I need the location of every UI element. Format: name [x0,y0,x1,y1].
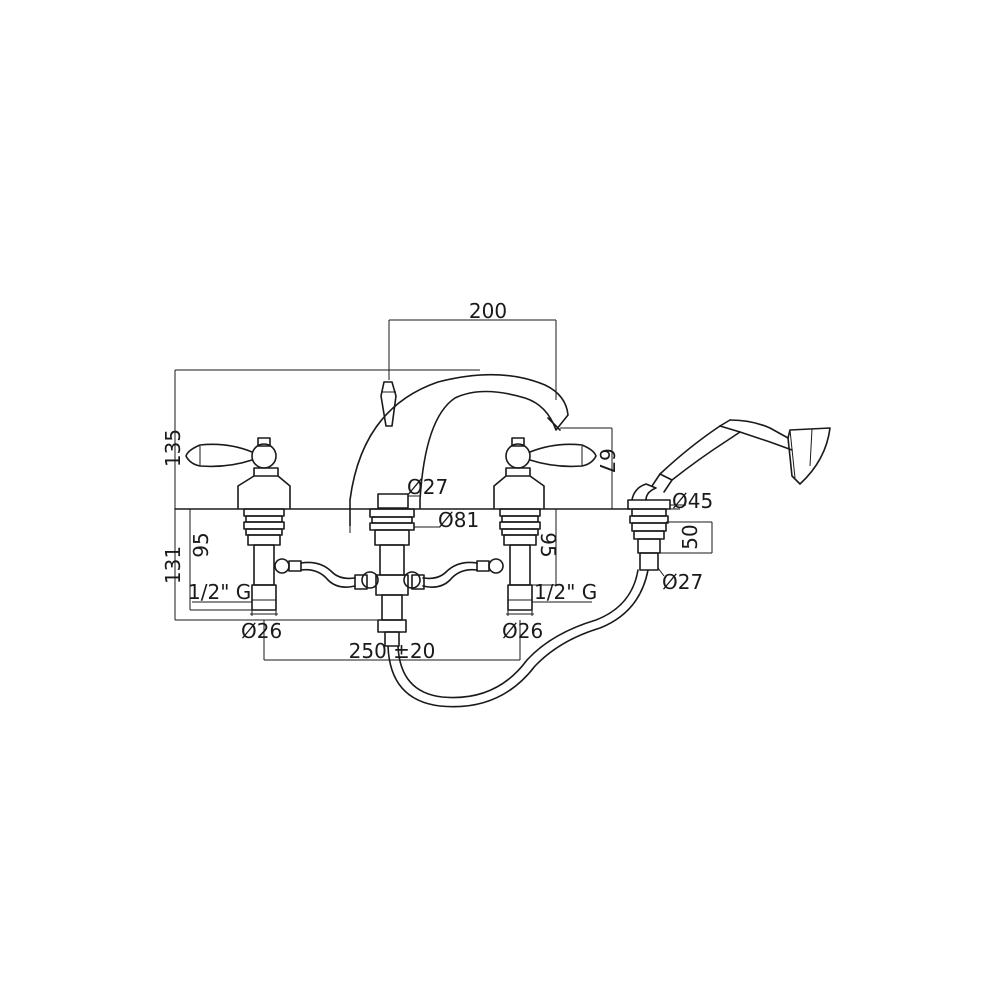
spout-shank [361,508,421,647]
dim-label-total-height: 135 [161,429,185,467]
dim-below-deck: 131 [161,509,385,621]
dim-label-centres: 250 ±20 [349,639,436,663]
dim-label-tail-dia-left: Ø26 [241,619,282,643]
dim-spout-reach: 200 [388,299,557,400]
dim-centres: 250 ±20 [263,620,521,663]
handshower-hose [387,569,649,708]
dim-tail-dia-left: Ø26 [241,610,282,643]
dim-label-spout-reach: 200 [469,299,507,323]
dim-handshower-base-dia: Ø45 [670,489,713,513]
dim-label-below-deck: 131 [161,546,185,584]
dim-label-tail-dia-right: Ø26 [502,619,543,643]
dim-label-handshower-base-dia: Ø45 [672,489,713,513]
dim-handshower-shank-length: 50 [660,521,713,554]
diverter-knob [380,381,397,427]
dim-label-spout-height: 67 [595,448,619,473]
dim-label-handshower-shank-length: 50 [678,524,702,549]
left-flexible-connector [274,558,368,590]
dim-label-thread-right: 1/2" G [534,580,597,604]
dim-base-plate-dia: Ø81 [349,508,479,533]
dim-label-shank-right: 95 [536,532,560,557]
dim-label-spout-base-dia: Ø27 [407,475,448,499]
dim-shank-left: 95 [189,509,252,611]
dim-label-shank-left: 95 [189,532,213,557]
dim-handshower-shank-dia: Ø27 [657,567,703,594]
dim-label-base-plate-dia: Ø81 [438,508,479,532]
right-tap [493,437,597,611]
dim-label-handshower-shank-dia: Ø27 [662,570,703,594]
dim-thread-right: 1/2" G [532,580,597,604]
spout [349,373,569,527]
dim-spout-base-dia: Ø27 [407,475,448,499]
dim-label-thread-left: 1/2" G [188,580,251,604]
dim-spout-height: 67 [560,427,619,509]
dim-tail-dia-right: Ø26 [502,610,543,643]
handshower-holder [627,483,671,571]
right-flexible-connector [411,558,504,590]
dim-shank-right: 95 [532,509,560,586]
hand-shower [651,419,831,493]
dim-thread-left: 1/2" G [188,580,252,604]
dim-total-height: 135 [161,369,480,509]
left-tap [185,437,291,611]
